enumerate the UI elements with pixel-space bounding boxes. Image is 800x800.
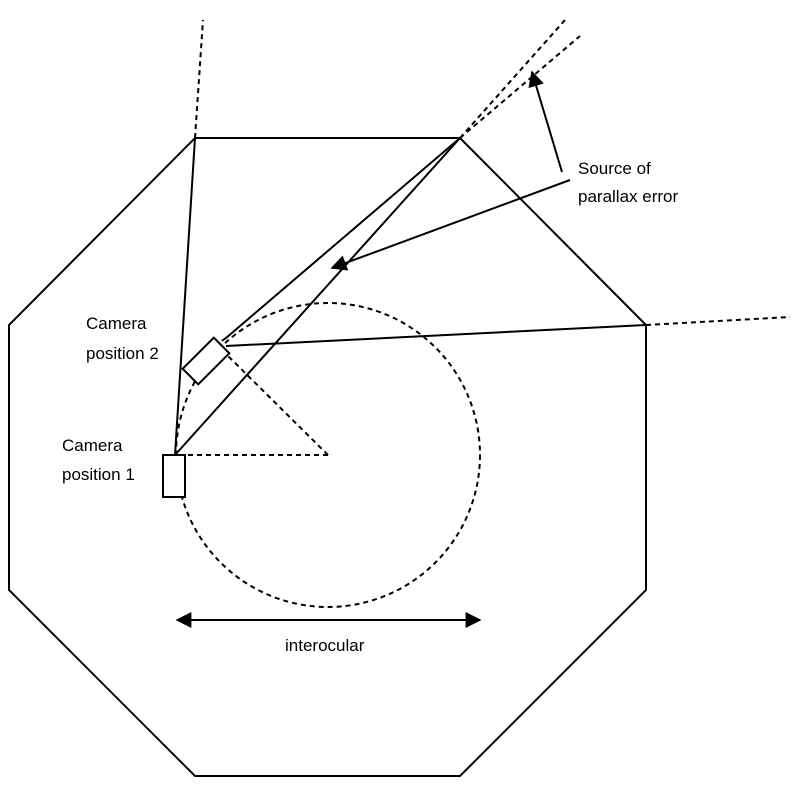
- interocular-label: interocular: [285, 636, 365, 655]
- source-arrow-down: [330, 179, 571, 271]
- ray-extension-camera-2: [459, 35, 581, 139]
- camera-position-1-body: [162, 454, 186, 498]
- ray-camera-2-to-right: [225, 324, 647, 347]
- ray-extension-top: [194, 19, 204, 139]
- source-of-parallax-error-label: Source of parallax error: [578, 159, 678, 206]
- octagon-boundary: [8, 137, 647, 777]
- camera-position-2-body: [181, 336, 231, 386]
- ray-camera-1-to-top-right: [174, 137, 461, 456]
- camera-position-2-label: Camera position 2: [86, 314, 159, 363]
- source-arrow-up: [528, 70, 563, 173]
- radius-to-camera-2: [223, 351, 329, 456]
- ray-extension-camera-1: [459, 19, 566, 139]
- ray-camera-1-to-top-left: [174, 137, 196, 456]
- camera-position-1-label: Camera position 1: [62, 436, 135, 484]
- ray-extension-right: [645, 316, 791, 326]
- ray-camera-2-to-top-right: [225, 137, 461, 339]
